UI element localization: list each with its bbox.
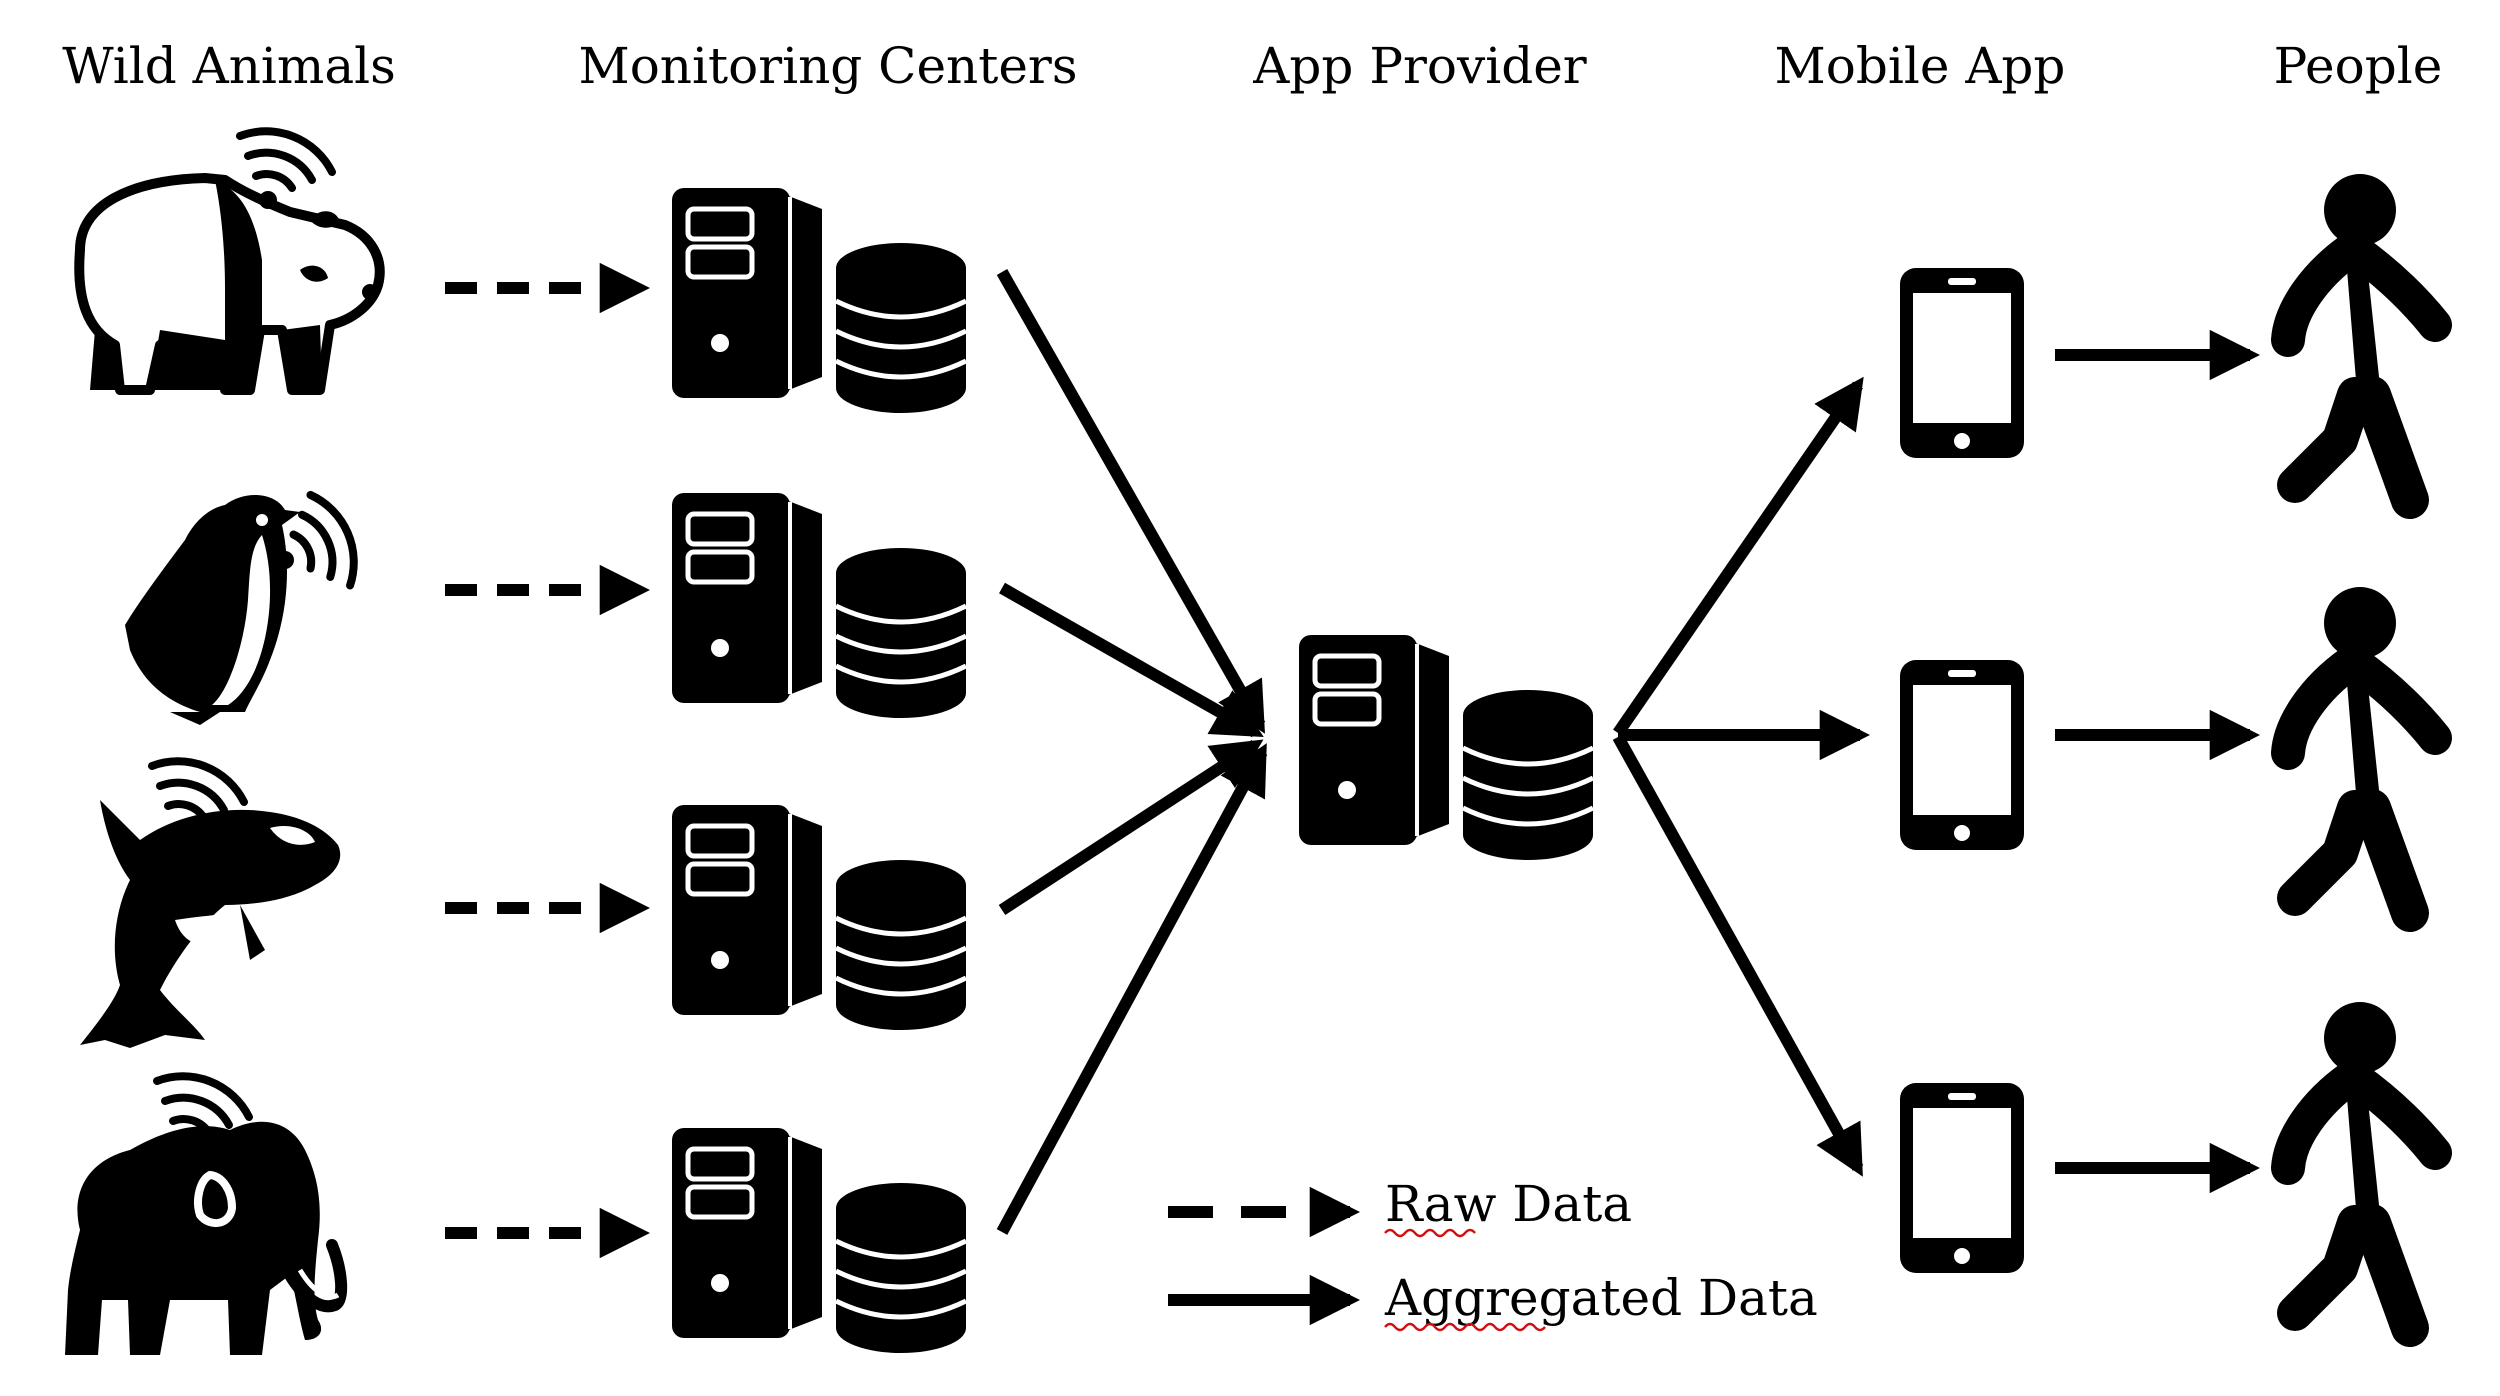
walking-person-icon [2288,1002,2435,1328]
penguin-with-signal-icon [125,492,379,725]
column-title-wild-animals: Wild Animals [62,37,396,95]
app-provider-server-icon [1299,635,1593,860]
column-title-people: People [2274,37,2443,95]
monitoring-center-server-icon [672,805,966,1030]
panda-with-signal-icon [74,131,385,395]
aggregated-data-arrow [1612,734,1864,1177]
legend-aggregated-data-label: Aggregated Data [1384,1269,1818,1327]
column-title-app-provider: App Provider [1252,37,1586,95]
monitoring-center-server-icon [672,188,966,413]
legend: Raw Data Aggregated Data [1168,1175,1818,1332]
smartphone-icon [1900,660,2024,850]
aggregated-data-arrow [999,582,1264,738]
smartphone-icon [1900,268,2024,458]
column-title-monitoring-centers: Monitoring Centers [579,37,1078,95]
legend-raw-data-label: Raw Data [1385,1175,1632,1233]
monitoring-center-server-icon [672,493,966,718]
aggregated-data-arrow [996,743,1268,1235]
aggregated-data-arrow [998,739,1264,916]
aggregated-data-arrow [1613,376,1864,737]
orca-with-signal-icon [80,761,341,1048]
walking-person-icon [2288,587,2435,913]
walking-person-icon [2288,174,2435,500]
spellcheck-underline [1384,1322,1546,1332]
mammoth-with-signal-icon [65,1076,348,1355]
column-title-mobile-app: Mobile App [1775,37,2066,95]
aggregated-data-arrow [996,269,1266,734]
monitoring-center-server-icon [672,1128,966,1353]
spellcheck-underline [1384,1228,1476,1238]
smartphone-icon [1900,1083,2024,1273]
